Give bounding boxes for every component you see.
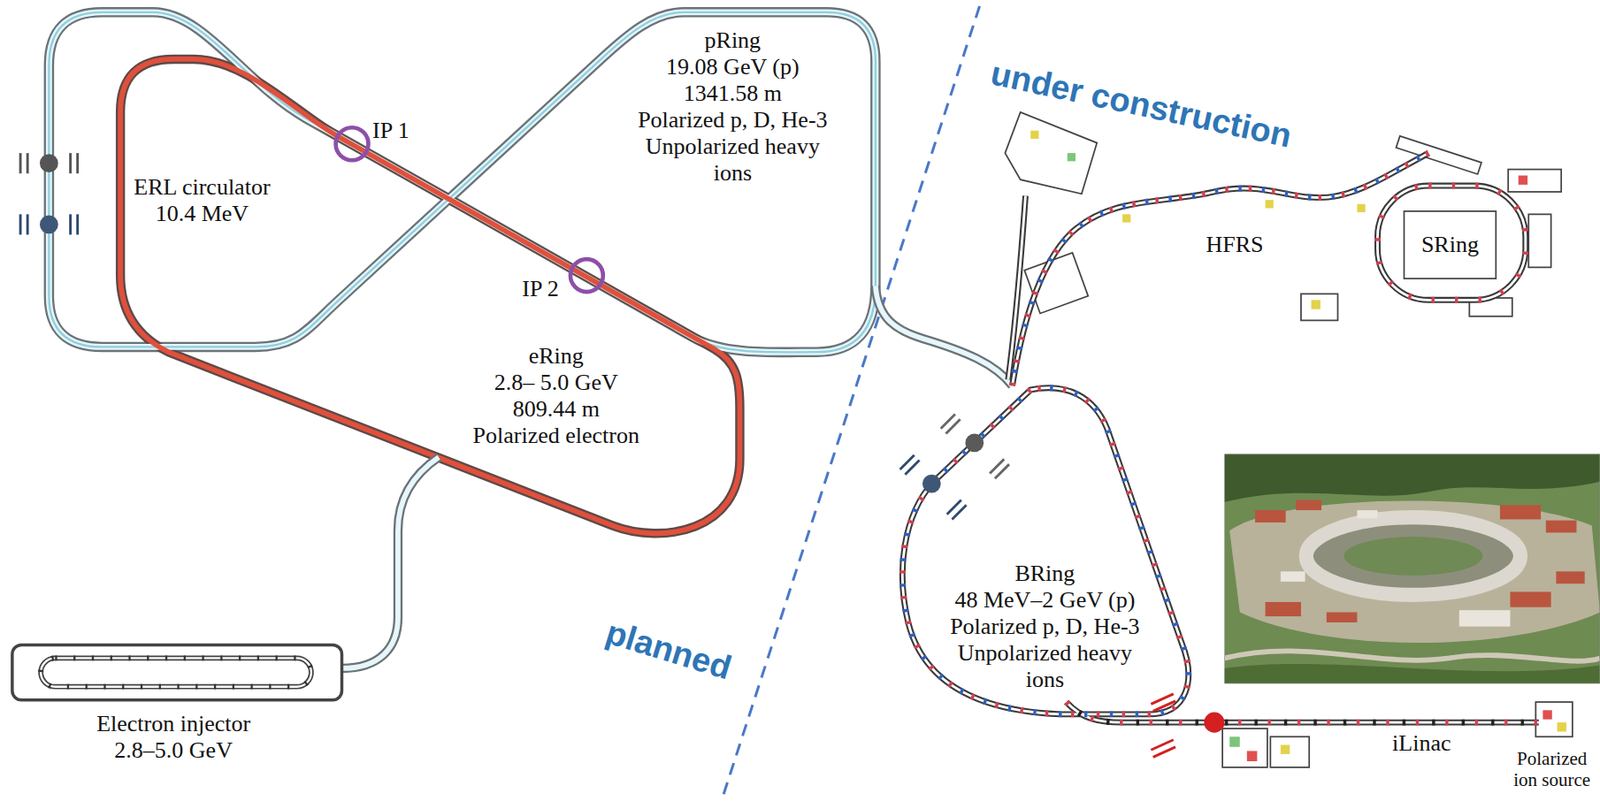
break-marks [20, 153, 78, 174]
node-text: 2.8– 5.0 GeV [473, 369, 640, 397]
break-marks [900, 455, 967, 521]
ip-circle [336, 127, 369, 161]
ring-label: SRing [1419, 231, 1481, 259]
sring-magnets [1377, 185, 1525, 300]
node-text: 10.4 MeV [133, 200, 270, 228]
node-text: Unpolarized heavy ions [944, 640, 1145, 694]
ip-circle [570, 259, 604, 292]
pring-track [48, 12, 875, 353]
beamline-label: HFRS [1205, 231, 1264, 259]
ip-label: IP 1 [372, 117, 410, 145]
node-text: 1341.58 m [632, 80, 833, 108]
status-label: under construction [987, 53, 1295, 156]
marker-dot [39, 215, 59, 235]
ring-label: eRing2.8– 5.0 GeV809.44 mPolarized elect… [471, 343, 642, 450]
ring-label: BRing48 MeV–2 GeV (p)Polarized p, D, He-… [942, 560, 1147, 694]
transfer-line [341, 457, 439, 669]
injector-track [40, 658, 312, 687]
node-text: 48 MeV–2 GeV (p) [944, 587, 1145, 614]
status-label: planned [600, 613, 735, 689]
ring-label: ERL circulator10.4 MeV [131, 174, 272, 228]
node-text: 809.44 m [473, 396, 640, 423]
injector-housing [12, 644, 343, 700]
node-text: Polarized ion source [1508, 748, 1595, 791]
injector-label: Electron injector2.8–5.0 GeV [94, 711, 253, 765]
sring-inner [1403, 211, 1496, 279]
marker-dot [1203, 712, 1225, 734]
transfer-line [875, 285, 1013, 386]
node-text: SRing [1421, 231, 1479, 259]
break-marks [1150, 694, 1176, 758]
node-text: 2.8–5.0 GeV [96, 737, 251, 765]
transfer-line [341, 457, 439, 669]
node-text: Unpolarized heavy ions [632, 133, 833, 187]
marker-dot [922, 474, 942, 494]
node-text: ERL circulator [133, 174, 270, 201]
injector-magnets [40, 658, 312, 687]
node-text: BRing [944, 560, 1145, 588]
node-text: eRing [473, 343, 640, 370]
marker-dot [39, 153, 59, 173]
node-text: Electron injector [96, 711, 251, 738]
node-text: pRing [632, 27, 833, 54]
node-text: 19.08 GeV (p) [632, 53, 833, 81]
ip-label: IP 2 [521, 275, 559, 303]
break-marks [941, 414, 1010, 480]
node-text: Polarized p, D, He-3 [944, 613, 1145, 641]
sring-track [1377, 185, 1525, 300]
marker-dot [964, 434, 984, 453]
site-photo [1224, 454, 1600, 685]
pring-track [48, 12, 875, 353]
break-marks [20, 214, 78, 235]
injector-track [40, 658, 312, 687]
sring-track [1377, 185, 1525, 300]
node-text: Polarized electron [473, 422, 640, 450]
ring-label: pRing19.08 GeV (p)1341.58 mPolarized p, … [630, 27, 835, 187]
transfer-line [875, 285, 1013, 386]
source-label: Polarized ion source [1507, 748, 1597, 791]
linac-label: iLinac [1392, 730, 1451, 758]
node-text: Polarized p, D, He-3 [632, 107, 833, 134]
